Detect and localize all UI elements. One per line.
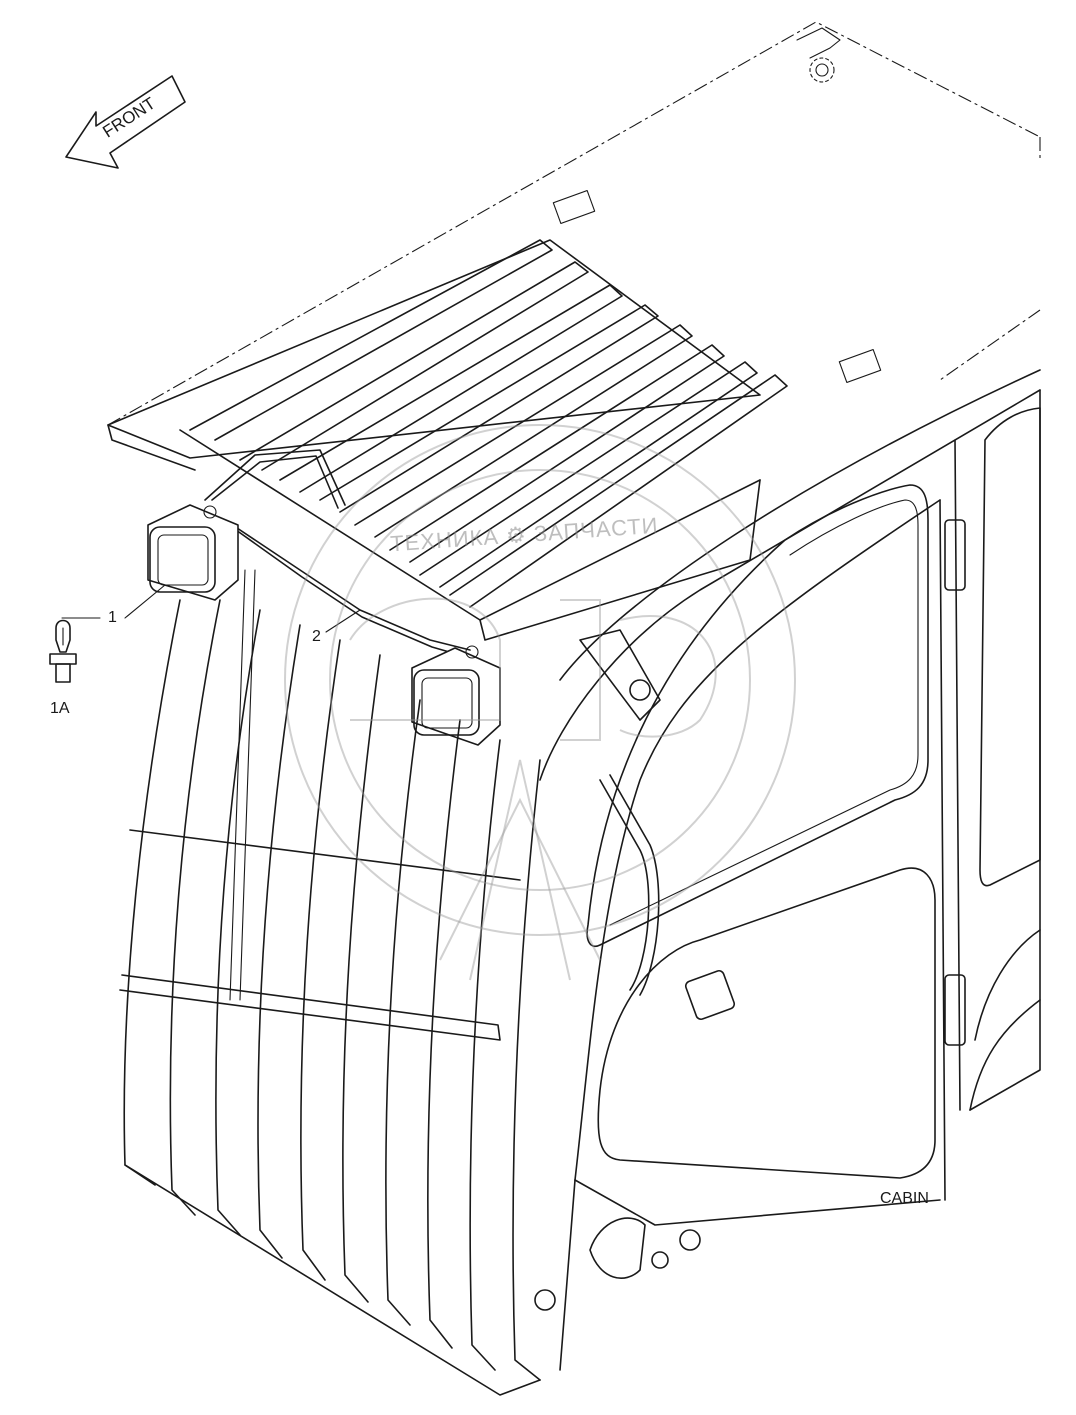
assembly-label: CABIN [880,1190,929,1207]
callout-item-1a: 1A [50,700,70,717]
callout-item-1: 1 [108,609,117,626]
callout-item-2: 2 [312,628,321,645]
leader-lines [124,584,361,633]
work-lamp-left [147,504,239,601]
watermark-logo [284,424,796,981]
cabin-body [534,369,1041,1371]
top-guard [179,239,788,641]
cabin-roof-outline [107,21,1041,426]
work-lamp-right [411,645,501,746]
front-arrow-icon [65,75,186,169]
roof-panel [107,27,882,471]
front-guard [119,569,541,1396]
bulb-icon [49,617,101,683]
